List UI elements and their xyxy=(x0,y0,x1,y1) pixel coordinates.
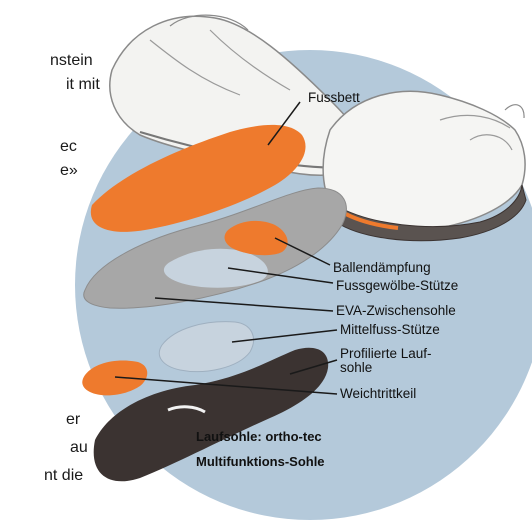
label-weichtrittkeil: Weichtrittkeil xyxy=(340,386,416,401)
label-profilierte-laufsohle-2: sohle xyxy=(340,360,372,375)
label-profilierte-laufsohle-1: Profilierte Lauf- xyxy=(340,346,432,361)
label-mittelfuss-stuetze: Mittelfuss-Stütze xyxy=(340,322,440,337)
label-fussgewoelbe-stuetze: Fussgewölbe-Stütze xyxy=(336,278,458,293)
label-fussbett: Fussbett xyxy=(308,90,360,105)
label-ballendaempfung: Ballendämpfung xyxy=(333,260,431,275)
caption-line-1: Laufsohle: ortho-tec xyxy=(196,429,322,444)
label-eva-zwischensohle: EVA-Zwischensohle xyxy=(336,303,456,318)
caption-line-2: Multifunktions-Sohle xyxy=(196,454,325,469)
shoe-complete-illustration xyxy=(323,91,526,240)
